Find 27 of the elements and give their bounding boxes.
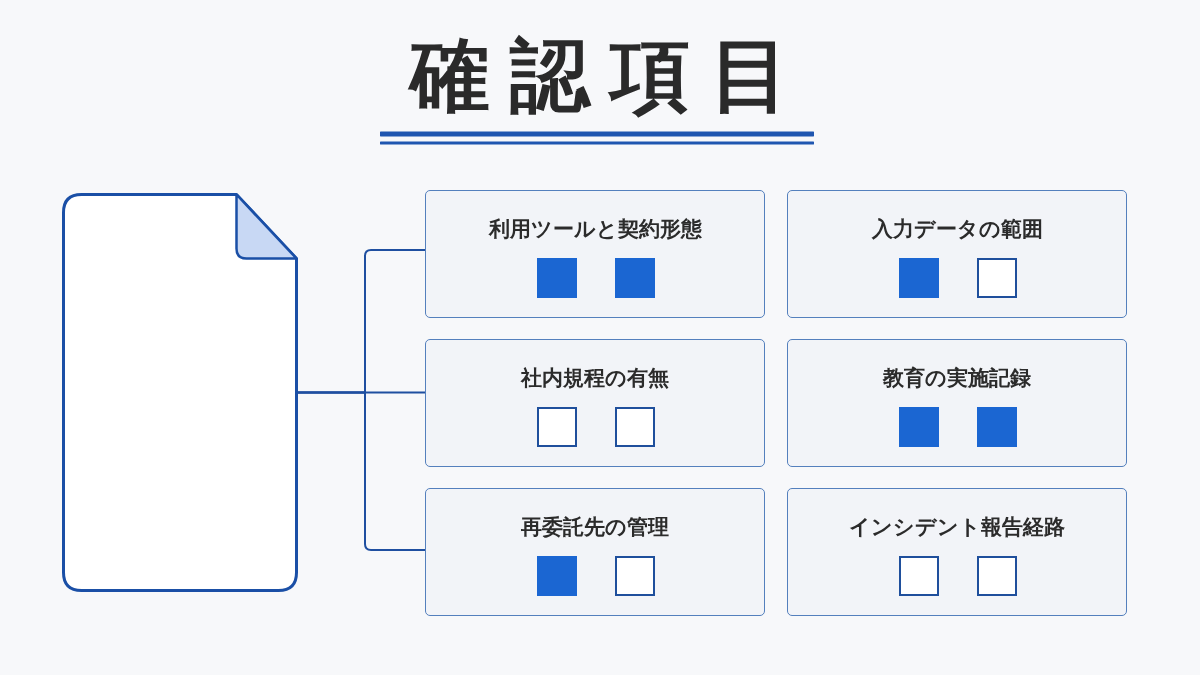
item-card: [425, 190, 765, 318]
item-card: [787, 190, 1127, 318]
item-card: [425, 339, 765, 467]
filled-square-icon: [977, 407, 1017, 447]
filled-square-icon: [537, 258, 577, 298]
item-card: [425, 488, 765, 616]
item-heading: 再委託先の管理: [521, 514, 669, 541]
empty-square-icon: [615, 407, 655, 447]
empty-square-icon: [977, 258, 1017, 298]
empty-square-icon: [615, 556, 655, 596]
filled-square-icon: [615, 258, 655, 298]
connector-line: [297, 391, 426, 551]
title-text: 確認項目: [407, 28, 810, 124]
empty-square-icon: [537, 407, 577, 447]
empty-square-icon: [899, 556, 939, 596]
filled-square-icon: [537, 556, 577, 596]
item-heading: 社内規程の有無: [521, 365, 669, 392]
filled-square-icon: [899, 407, 939, 447]
item-heading: 入力データの範囲: [871, 216, 1043, 243]
item-heading: 利用ツールと契約形態: [488, 216, 702, 243]
item-heading: 教育の実施記録: [883, 365, 1031, 392]
document-shape: [62, 193, 298, 592]
item-card: [787, 339, 1127, 467]
filled-square-icon: [899, 258, 939, 298]
empty-square-icon: [977, 556, 1017, 596]
item-card: [787, 488, 1127, 616]
item-heading: インシデント報告経路: [849, 514, 1065, 541]
